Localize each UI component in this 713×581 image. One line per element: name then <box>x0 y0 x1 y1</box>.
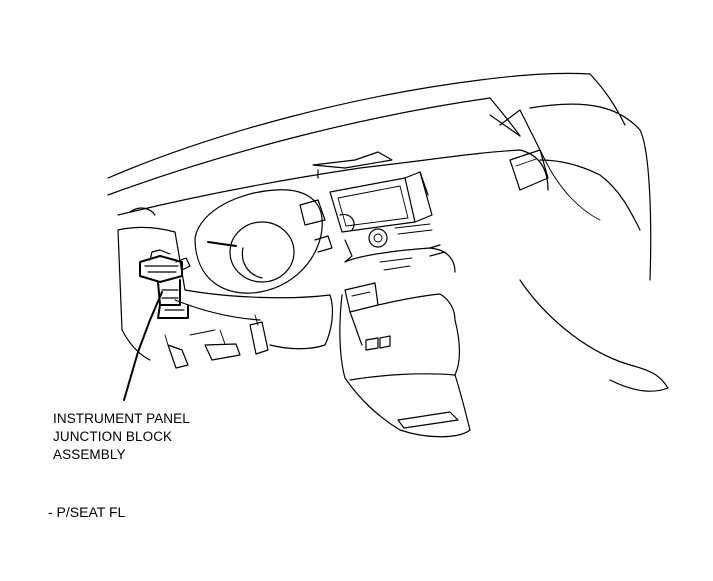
callout-leader-line <box>123 291 163 401</box>
callout-label: INSTRUMENT PANEL JUNCTION BLOCK ASSEMBLY <box>53 410 190 464</box>
steering-wheel <box>194 189 333 294</box>
junction-block-assembly <box>139 249 191 319</box>
callout-line-1: INSTRUMENT PANEL <box>53 411 190 426</box>
callout-line-3: ASSEMBLY <box>53 447 126 462</box>
center-console <box>339 244 471 438</box>
dashboard-top <box>117 149 549 216</box>
center-display <box>329 171 433 263</box>
door-panel <box>519 103 669 392</box>
windshield-outline <box>107 72 626 221</box>
pedals <box>164 314 269 369</box>
lower-dash <box>117 226 334 361</box>
callout-line-2: JUNCTION BLOCK <box>53 429 173 444</box>
footnote-label: - P/SEAT FL <box>48 504 126 520</box>
